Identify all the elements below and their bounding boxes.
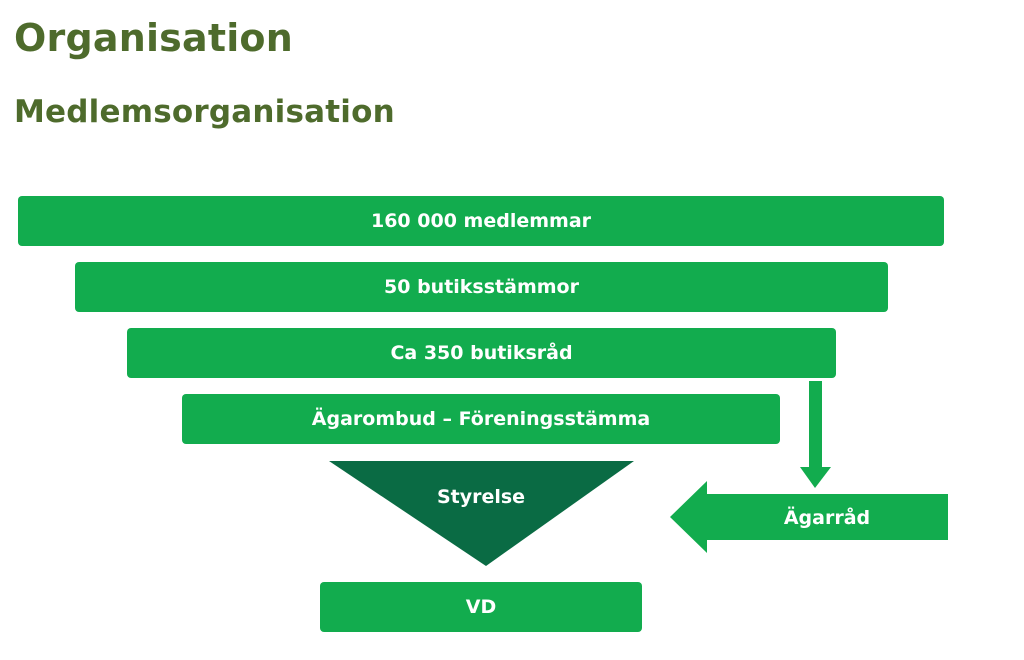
down-arrow-icon — [800, 381, 831, 488]
level-members: 160 000 medlemmar — [18, 196, 944, 246]
level-ceo-label: VD — [465, 596, 497, 618]
level-owner-representatives: Ägarombud – Föreningsstämma — [182, 394, 780, 444]
page-title: Organisation — [14, 16, 293, 60]
level-owner-representatives-label: Ägarombud – Föreningsstämma — [311, 408, 651, 430]
level-store-councils-label: Ca 350 butiksråd — [390, 342, 573, 364]
board-triangle — [329, 461, 634, 566]
page-subtitle: Medlemsorganisation — [14, 94, 395, 130]
owner-council-arrow — [670, 481, 948, 553]
level-store-meetings: 50 butiksstämmor — [75, 262, 888, 312]
board-label: Styrelse — [437, 486, 525, 508]
level-store-councils: Ca 350 butiksråd — [127, 328, 836, 378]
level-store-meetings-label: 50 butiksstämmor — [384, 276, 579, 298]
owner-council-label: Ägarråd — [784, 505, 870, 529]
level-members-label: 160 000 medlemmar — [370, 210, 592, 232]
level-ceo: VD — [320, 582, 642, 632]
